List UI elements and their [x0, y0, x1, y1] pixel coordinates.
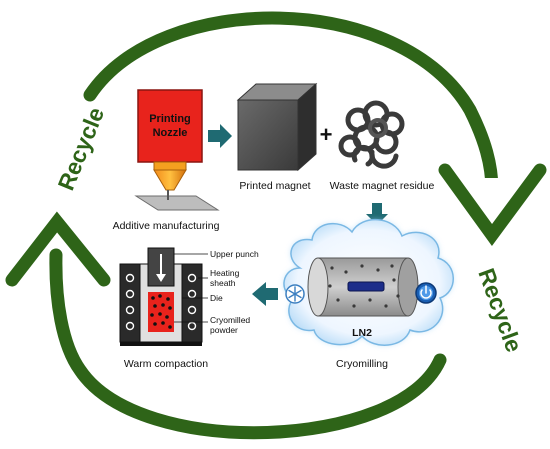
plus-sign: +	[320, 122, 333, 147]
nozzle-body	[137, 89, 203, 163]
cryomilled-powder-label-line2: powder	[210, 325, 238, 335]
die-label: Die	[210, 293, 223, 303]
waste-residue-coils	[338, 100, 405, 169]
step-arrow-left	[252, 282, 278, 306]
additive-manufacturing-caption: Additive manufacturing	[113, 220, 220, 232]
recycle-label-right: Recycle	[473, 265, 527, 356]
printed-magnet-caption: Printed magnet	[239, 180, 310, 192]
nozzle-collar	[153, 161, 187, 171]
heating-sheath-label-line1: Heating	[210, 268, 240, 278]
recycle-arrow-bottom-left	[5, 211, 447, 440]
power-icon	[415, 282, 437, 304]
compaction-leader-lines	[174, 253, 208, 323]
heating-sheath-label-line2: sheath	[210, 278, 236, 288]
cryomilling-caption: Cryomilling	[336, 358, 388, 370]
cryomilled-powder-label-line1: Cryomilled	[210, 315, 250, 325]
upper-punch-label: Upper punch	[210, 249, 259, 259]
step-arrow-right-1	[208, 124, 232, 148]
printing-nozzle: Printing Nozzle	[134, 89, 220, 211]
snowflake-icon	[285, 284, 305, 304]
build-plate	[134, 195, 220, 211]
recycle-label-left: Recycle	[53, 103, 110, 193]
nozzle-label-line2: Nozzle	[153, 127, 188, 139]
printed-magnet-cube	[236, 82, 318, 172]
recycle-arrow-top-right	[83, 11, 548, 248]
nozzle-label-line1: Printing	[149, 113, 191, 125]
warm-compaction-caption: Warm compaction	[124, 358, 208, 370]
nozzle-tip	[153, 169, 187, 191]
compaction-die	[119, 247, 203, 346]
waste-residue-caption: Waste magnet residue	[330, 180, 435, 192]
ln2-label: LN2	[352, 327, 372, 339]
cryomill-drum	[307, 257, 419, 317]
